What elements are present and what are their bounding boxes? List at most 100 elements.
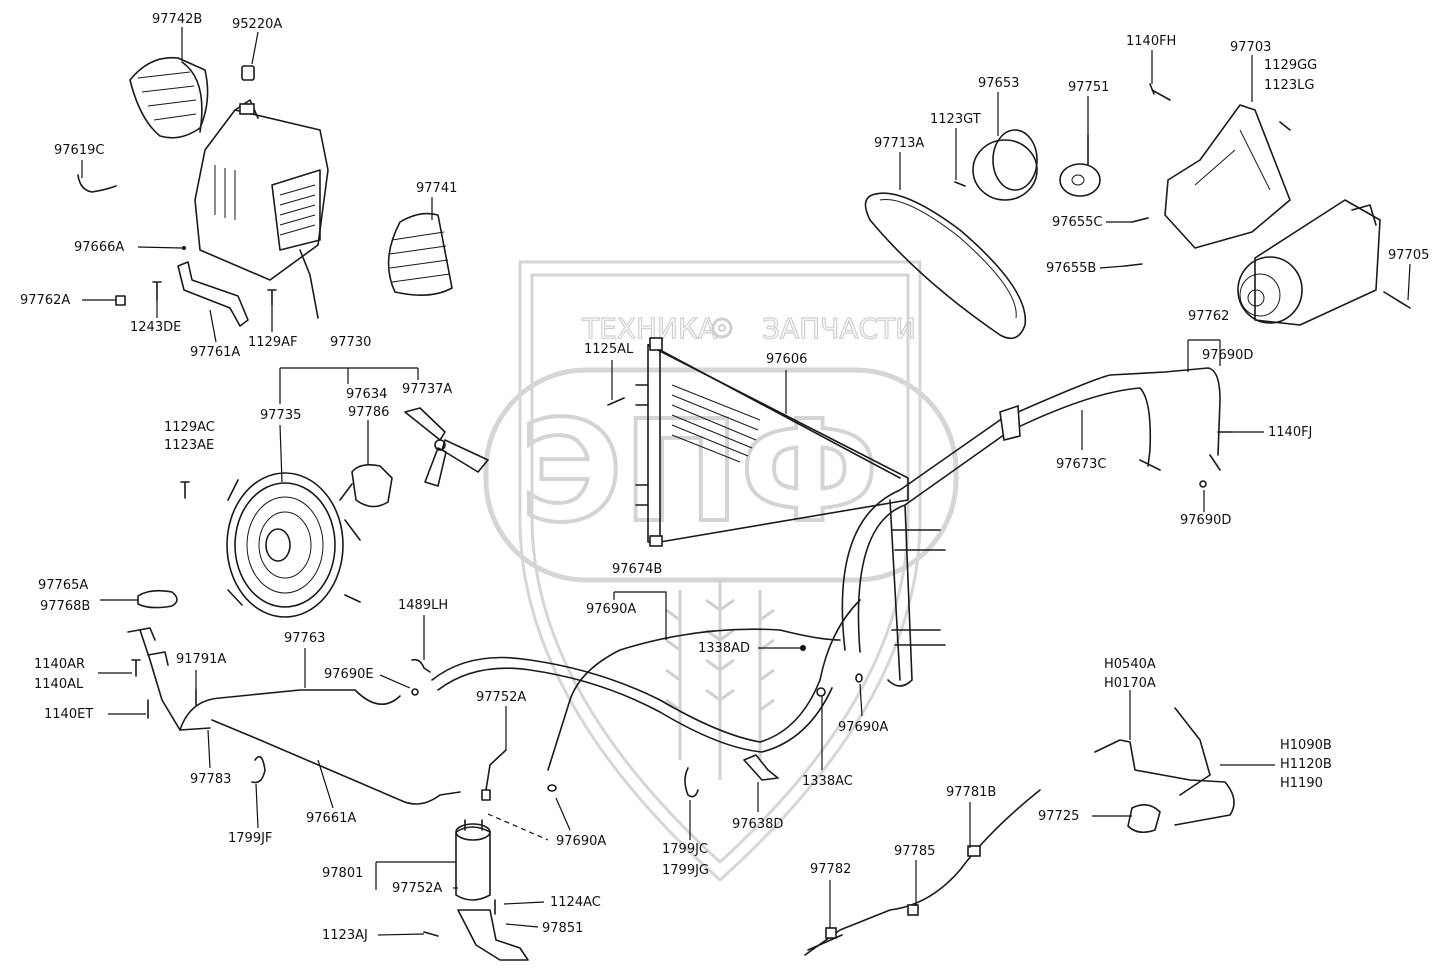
pressure-switch-97752A [481, 749, 507, 801]
bolt-97666A [182, 246, 186, 250]
fan-shroud-97735 [226, 472, 361, 618]
label-1123GT: 1123GT [930, 112, 981, 127]
clamp-1489LH [411, 658, 431, 673]
fan-blade-97737A [404, 407, 489, 487]
bolt-97655C [1131, 217, 1149, 223]
label-1140FH: 1140FH [1126, 34, 1176, 49]
label-1338AC: 1338AC [802, 774, 853, 789]
label-97606: 97606 [766, 352, 807, 367]
watermark-right-text: ЗАПЧАСТИ [762, 312, 916, 345]
label-H1090B: H1090B [1280, 738, 1332, 753]
receiver-dryer-97801 [455, 819, 529, 961]
leader-lines [81, 27, 1411, 936]
oring-97690D [1199, 480, 1207, 488]
label-97690D-bottom: 97690D [1180, 513, 1231, 528]
label-H1190: H1190 [1280, 776, 1323, 791]
pulley-97653 [972, 129, 1038, 201]
label-97655B: 97655B [1046, 261, 1096, 276]
clamp-1799JF [251, 755, 266, 784]
heater-hose-H0540A [1094, 739, 1235, 826]
screw-1243DE [152, 281, 162, 301]
oring-97690A-right [855, 673, 863, 683]
label-97690D-top: 97690D [1202, 348, 1253, 363]
drive-belt-97713A [864, 192, 1027, 340]
part-labels: 97742B 95220A 97619C 97666A 97762A 1243D… [20, 12, 1429, 943]
ac-compressor [1237, 199, 1381, 326]
label-1243DE: 1243DE [130, 320, 181, 335]
label-97703: 97703 [1230, 40, 1271, 55]
label-97730: 97730 [330, 335, 371, 350]
label-1799JG: 1799JG [662, 863, 709, 878]
label-97690A-mid: 97690A [556, 834, 606, 849]
label-1140FJ: 1140FJ [1268, 425, 1312, 440]
label-1123AJ: 1123AJ [322, 928, 368, 943]
grommet-97765A [137, 589, 178, 609]
label-H0170A: H0170A [1104, 676, 1156, 691]
wire-97619C [77, 174, 117, 193]
label-97638D: 97638D [732, 817, 783, 832]
label-97735: 97735 [260, 408, 301, 423]
label-97634: 97634 [346, 387, 387, 402]
label-1123AE: 1123AE [164, 438, 214, 453]
label-97751: 97751 [1068, 80, 1109, 95]
label-97741: 97741 [416, 181, 457, 196]
watermark-left-text: ТЕХНИКА [581, 312, 717, 345]
idler-pulley-97751 [1059, 134, 1101, 197]
bolt-1125AL [607, 397, 625, 406]
label-97655C: 97655C [1052, 215, 1102, 230]
hose-main [431, 599, 861, 743]
label-1799JF: 1799JF [228, 831, 272, 846]
label-97762: 97762 [1188, 309, 1229, 324]
oring-97690E [411, 688, 419, 696]
watermark-logo-text: ЭПФ [520, 391, 879, 554]
label-H1120B: H1120B [1280, 757, 1332, 772]
tube-97661A [211, 719, 461, 805]
label-97673C: 97673C [1056, 457, 1106, 472]
label-91791A: 91791A [176, 652, 226, 667]
label-97619C: 97619C [54, 143, 104, 158]
label-97661A: 97661A [306, 811, 356, 826]
bolt-1140AR [131, 659, 141, 677]
wheat-emblem [665, 580, 775, 780]
label-H0540A: H0540A [1104, 657, 1156, 672]
label-97725: 97725 [1038, 809, 1079, 824]
label-97786: 97786 [348, 405, 389, 420]
clamp-1799JC [684, 767, 699, 798]
bolt-97705 [1383, 291, 1411, 309]
label-1129AC: 1129AC [164, 420, 215, 435]
label-97801: 97801 [322, 866, 363, 881]
duct-boot-97742B [129, 56, 209, 139]
hose-97673C [841, 367, 1221, 651]
label-97768B: 97768B [40, 599, 90, 614]
bolt-1129GG [1279, 121, 1291, 131]
label-1129GG: 1129GG [1264, 58, 1317, 73]
label-97742B: 97742B [152, 12, 202, 27]
oring-97690A-mid [547, 784, 557, 792]
condenser-97606 [635, 337, 909, 547]
label-97761A: 97761A [190, 345, 240, 360]
gear-icon [711, 317, 733, 339]
label-97674B: 97674B [612, 562, 662, 577]
label-97690A-upper: 97690A [586, 602, 636, 617]
label-97781B: 97781B [946, 785, 996, 800]
screw-1129AF [267, 289, 277, 306]
condenser-fittings [887, 499, 946, 687]
tube-97763 [179, 689, 401, 731]
bracket-97761A [177, 261, 249, 327]
label-97782: 97782 [810, 862, 851, 877]
label-97737A: 97737A [402, 382, 452, 397]
label-1125AL: 1125AL [584, 342, 634, 357]
label-97690E: 97690E [324, 667, 374, 682]
label-97690A-right: 97690A [838, 720, 888, 735]
label-1338AD: 1338AD [698, 641, 750, 656]
bolt-1123GT [954, 181, 966, 187]
label-1140ET: 1140ET [44, 707, 93, 722]
liquid-line-97674B [547, 628, 841, 771]
duct-boot-97741 [387, 212, 453, 296]
connector-97782 [825, 927, 837, 939]
label-97763: 97763 [284, 631, 325, 646]
label-1799JC: 1799JC [662, 842, 708, 857]
connector-97781B [967, 845, 981, 857]
switch-95220A [241, 65, 255, 81]
label-1123LG: 1123LG [1264, 78, 1314, 93]
